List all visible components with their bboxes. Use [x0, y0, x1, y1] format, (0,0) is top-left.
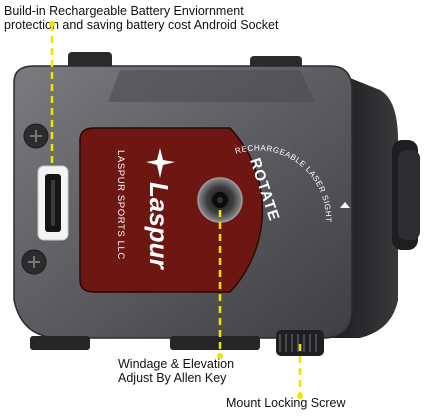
- company-name: LASPUR SPORTS LLC: [115, 150, 126, 260]
- screw-top-icon: [23, 123, 49, 149]
- leader-windage-dot: [217, 353, 223, 359]
- windage-caption-line1: Windage & Elevation: [118, 357, 235, 371]
- mount-caption: Mount Locking Screw: [226, 396, 346, 410]
- usb-socket-icon: [37, 165, 69, 241]
- star-logo-icon: [146, 148, 175, 178]
- battery-caption: Build-in Rechargeable Battery Enviornmen…: [4, 4, 278, 32]
- mount-screw-icon: [276, 330, 324, 356]
- battery-caption-line2: protection and saving battery cost Andro…: [4, 18, 279, 32]
- bottom-foot-right: [170, 336, 260, 350]
- label-panel: [79, 127, 264, 293]
- bottom-foot-left: [30, 336, 90, 350]
- leader-battery-dot: [49, 21, 55, 27]
- top-plate: [108, 70, 315, 102]
- brand-name: Laspur: [144, 182, 174, 271]
- arrow-up-icon: [340, 202, 350, 208]
- windage-caption-line2: Adjust By Allen Key: [118, 371, 227, 385]
- battery-caption-line1: Build-in Rechargeable Battery Enviornmen…: [4, 4, 244, 18]
- leader-mount-dot: [297, 393, 303, 399]
- windage-caption: Windage & Elevation Adjust By Allen Key: [118, 357, 234, 385]
- screw-bottom-icon: [21, 249, 47, 275]
